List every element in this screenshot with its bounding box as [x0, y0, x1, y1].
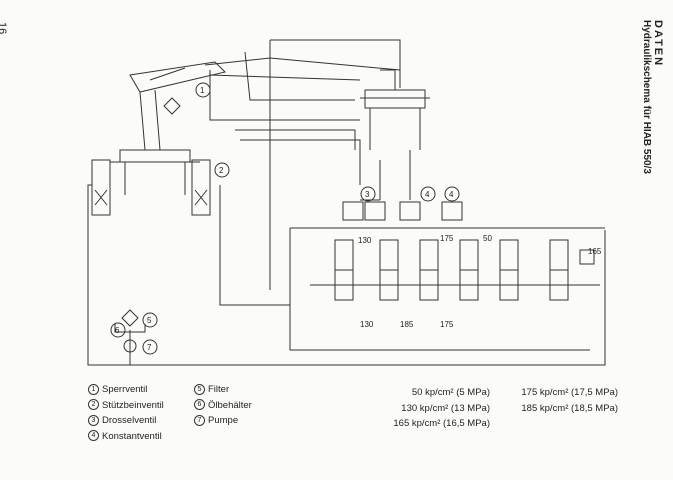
control-valve-bank — [334, 239, 595, 301]
legend-number: 4 — [88, 430, 99, 442]
callout-5: 5 — [147, 316, 152, 325]
callout-4a: 4 — [425, 190, 430, 199]
tank-symbol — [114, 324, 146, 333]
legend-number: 1 — [88, 383, 99, 395]
filter-symbol — [121, 309, 139, 327]
crane-boom — [110, 39, 401, 195]
callout-6: 6 — [115, 326, 120, 335]
callout-1: 1 — [200, 86, 205, 95]
legend-number: 7 — [194, 414, 205, 426]
pressure-label-165: 165 — [588, 247, 602, 256]
callout-markers — [110, 82, 460, 355]
callout-4b: 4 — [449, 190, 454, 199]
pressure-label-175-bottom: 175 — [440, 320, 454, 329]
callout-2: 2 — [219, 166, 224, 175]
pressure-label-175-top: 175 — [440, 234, 454, 243]
legend-label: Pumpe — [208, 415, 239, 426]
pressure-entry: 130 kp/cm² (13 MPa) — [401, 402, 490, 414]
pressure-entry: 50 kp/cm² (5 MPa) — [411, 387, 490, 398]
legend-label: Filter — [208, 384, 230, 395]
pressure-entry: 165 kp/cm² (16,5 MPa) — [393, 418, 490, 429]
legend-number: 2 — [88, 399, 99, 411]
legend-label: Ölbehälter — [208, 399, 252, 411]
legend-number: 6 — [194, 399, 205, 411]
pressure-label-50: 50 — [483, 234, 492, 243]
pressure-label-130-bottom: 130 — [360, 320, 374, 329]
callout-3: 3 — [365, 190, 370, 199]
legend-number: 3 — [88, 414, 99, 426]
pressure-entry: 175 kp/cm² (17,5 MPa) — [521, 387, 618, 398]
pressure-label-185: 185 — [400, 320, 414, 329]
legend-label: Sperrventil — [102, 384, 148, 395]
legend-label: Drosselventil — [102, 415, 157, 426]
pressure-label-130-top: 130 — [358, 236, 372, 245]
legend-number: 5 — [194, 383, 205, 395]
slewing-unit — [360, 69, 430, 150]
outrigger-cylinders — [91, 159, 211, 216]
pressure-legend-left: 50 kp/cm² (5 MPa) 130 kp/cm² (13 MPa) 16… — [370, 385, 490, 432]
lock-valve-symbol — [163, 97, 181, 115]
pump-symbol — [123, 339, 137, 353]
pressure-entry: 185 kp/cm² (18,5 MPa) — [521, 402, 618, 414]
legend-label: Konstantventil — [102, 430, 162, 442]
legend-label: Stützbeinventil — [102, 399, 164, 411]
hydraulic-lines — [87, 40, 606, 366]
callout-7: 7 — [147, 343, 152, 352]
pressure-legend-right: 175 kp/cm² (17,5 MPa) 185 kp/cm² (18,5 M… — [503, 385, 618, 416]
throttle-valves — [342, 201, 463, 221]
